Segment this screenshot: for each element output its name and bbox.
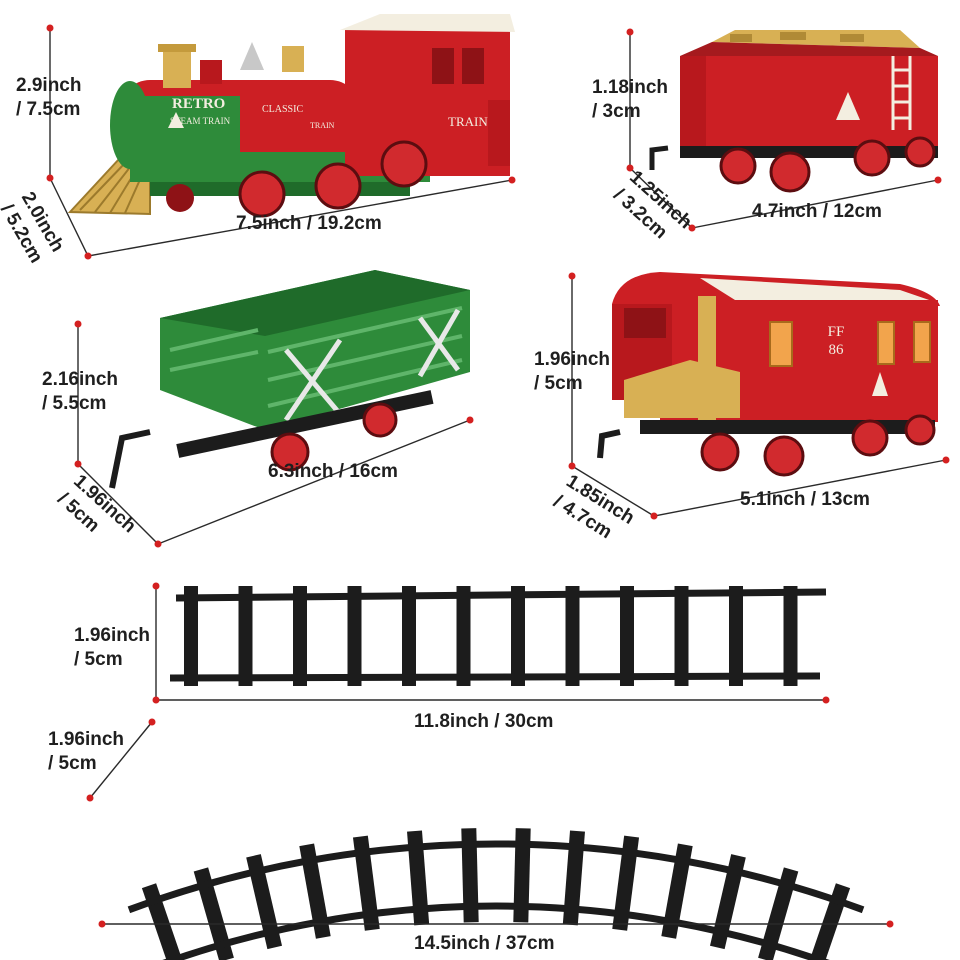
open-car-length-line [157,419,471,545]
track-tie [402,586,416,686]
coal-car-illustration [649,30,938,193]
track-tie [565,586,580,686]
caboose-height-label: 1.96inch / 5cm [534,349,611,394]
coal-car-width-line [629,167,693,229]
track-tie [293,586,307,686]
locomotive-steam-train-marking: STEAM TRAIN [170,116,231,126]
track-tie [511,586,525,686]
locomotive-illustration: RETRO STEAM TRAIN CLASSIC TRAIN TRAIN [67,14,515,218]
open-car-illustration [109,270,470,489]
coal-car-length-label: 4.7inch / 12cm [752,201,882,222]
caboose-length-line [653,459,947,517]
locomotive-train-small-marking: TRAIN [310,121,335,130]
track-tie [783,586,798,686]
locomotive-classic-marking: CLASSIC [262,104,303,115]
tree-decal-icon [168,112,184,128]
straight-track-length-label: 11.8inch / 30cm [414,711,554,732]
caboose-width-line [571,465,655,517]
locomotive-width-line [49,177,89,257]
curved-track-length-label: 14.5inch / 37cm [414,933,555,954]
locomotive-cab-train-marking: TRAIN [448,114,488,129]
locomotive-length-label: 7.5inch / 19.2cm [236,213,382,234]
track-rail [127,840,865,914]
straight-track-height-label: 1.96inch / 5cm [74,625,151,670]
tree-decal-icon [836,92,860,120]
track-tie [184,586,198,686]
track-rail [162,902,830,960]
open-car-width-line [77,463,159,545]
track-rail [175,588,827,602]
track-tie [674,586,689,686]
locomotive-length-line [87,179,513,257]
curved-track-height-label: 1.96inch / 5cm [48,729,125,774]
track-tie [347,586,362,686]
dimension-endpoints [46,24,950,928]
caboose-length-label: 5.1inch / 13cm [740,489,870,510]
tree-decal-icon [872,372,888,396]
track-tie [729,586,743,686]
locomotive-retro-marking: RETRO [172,96,225,112]
curved-track-height-line [89,721,153,799]
track-tie [620,586,634,686]
coal-car-height-label: 1.18inch / 3cm [592,77,669,122]
track-tie [238,586,253,686]
track-tie [456,586,471,686]
dimension-lines [49,28,947,925]
straight-track-illustration [169,586,827,686]
open-car-height-label: 2.16inch / 5.5cm [42,369,119,414]
open-car-length-label: 6.3inch / 16cm [268,461,398,482]
locomotive-height-label: 2.9inch / 7.5cm [16,75,82,120]
track-rail [169,672,821,682]
coal-car-length-line [691,179,939,229]
